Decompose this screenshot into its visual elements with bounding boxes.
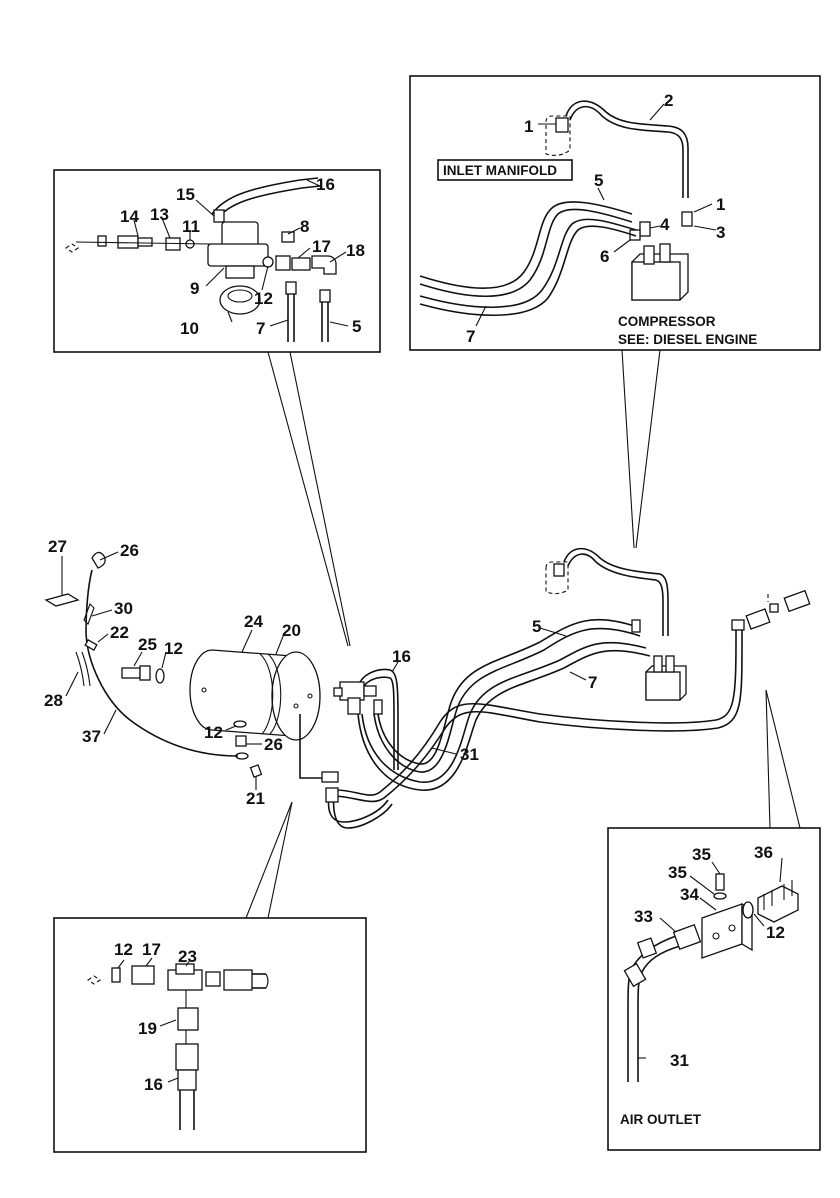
- callout-24: 24: [244, 612, 263, 631]
- callout-30: 27: [48, 537, 67, 556]
- callout-17: 17: [142, 940, 161, 959]
- inset-tee: 12 17 23 19 16: [53, 917, 367, 1153]
- callout-5-main: 5: [532, 617, 541, 636]
- callout-1a: 1: [524, 117, 533, 136]
- callout-12: 12: [254, 289, 273, 308]
- callout-2: 2: [664, 91, 673, 110]
- callout-5: 5: [352, 317, 361, 336]
- callout-10: 10: [180, 319, 199, 338]
- callout-20: 20: [282, 621, 301, 640]
- callout-32: 33: [634, 907, 653, 926]
- callout-37: 37: [82, 727, 101, 746]
- callout-12a: 12: [164, 639, 183, 658]
- callout-11: 11: [182, 217, 200, 236]
- compressor-mini: [545, 547, 687, 701]
- inset-pointers: [245, 349, 801, 919]
- callout-35: 35: [668, 863, 687, 882]
- callout-27: 26: [264, 735, 283, 754]
- callout-7: 7: [256, 319, 265, 338]
- callout-12: 12: [766, 923, 785, 942]
- callout-31-main: 31: [460, 745, 479, 764]
- callout-21: 21: [246, 789, 265, 808]
- inset-compressor: 1 2 1 3 4 5 6 7 INLET MANIFOLD COMPRESSO…: [409, 75, 821, 351]
- inlet-manifold-label-box: [437, 159, 573, 181]
- callout-33: 34: [680, 885, 699, 904]
- inset-governor-frame: [53, 169, 381, 353]
- callout-8: 8: [300, 217, 309, 236]
- inset-air-outlet: 35 35 34 33 36 12 31 AIR OUTLET: [607, 827, 821, 1151]
- callout-6: 6: [600, 247, 609, 266]
- callout-31: 31: [670, 1051, 689, 1070]
- callout-12: 12: [114, 940, 133, 959]
- callout-7: 7: [466, 327, 475, 346]
- callout-16-main: 16: [392, 647, 411, 666]
- governor-valve-body: [207, 209, 269, 315]
- callout-14: 14: [120, 207, 139, 226]
- drain-valve-parts: [233, 720, 263, 778]
- callout-17: 17: [312, 237, 331, 256]
- callout-26: 26: [120, 541, 139, 560]
- air-tank: [189, 649, 321, 741]
- callout-12b: 12: [204, 723, 223, 742]
- callout-28: 28: [44, 691, 63, 710]
- callout-4: 4: [660, 215, 670, 234]
- callout-18: 18: [346, 241, 365, 260]
- inset-compressor-frame: [409, 75, 821, 351]
- main-assembly: 27 26 30 22 25 12 24 20 28 37 12 26 21 1…: [44, 537, 811, 829]
- callout-7-main: 7: [588, 673, 597, 692]
- callout-36: 36: [754, 843, 773, 862]
- inlet-manifold-label: INLET MANIFOLD: [443, 163, 557, 178]
- callout-29: 30: [114, 599, 133, 618]
- governor-valve-main: [333, 681, 383, 715]
- see-diesel-engine-label: SEE: DIESEL ENGINE: [618, 332, 757, 347]
- fitting-parts-left: [65, 235, 211, 253]
- callout-15: 15: [176, 185, 195, 204]
- callout-23: 23: [178, 947, 197, 966]
- callout-25: 25: [138, 635, 157, 654]
- callout-22: 22: [110, 623, 129, 642]
- callout-13: 13: [150, 205, 169, 224]
- callout-34: 35: [692, 845, 711, 864]
- compressor-label: COMPRESSOR: [618, 314, 716, 329]
- callout-9: 9: [190, 279, 199, 298]
- callout-19: 19: [138, 1019, 157, 1038]
- fitting-parts-right: [262, 231, 337, 342]
- callout-16: 16: [144, 1075, 163, 1094]
- callout-3: 3: [716, 223, 725, 242]
- inset-tee-frame: [53, 917, 367, 1153]
- callout-16: 16: [316, 175, 335, 194]
- callout-1b: 1: [716, 195, 725, 214]
- inset-air-outlet-frame: [607, 827, 821, 1151]
- callout-5: 5: [594, 171, 603, 190]
- air-outlet-label: AIR OUTLET: [620, 1112, 702, 1127]
- inset-governor: 16 15 14 13 11 8 17 18 9 12 10 7 5: [53, 169, 381, 353]
